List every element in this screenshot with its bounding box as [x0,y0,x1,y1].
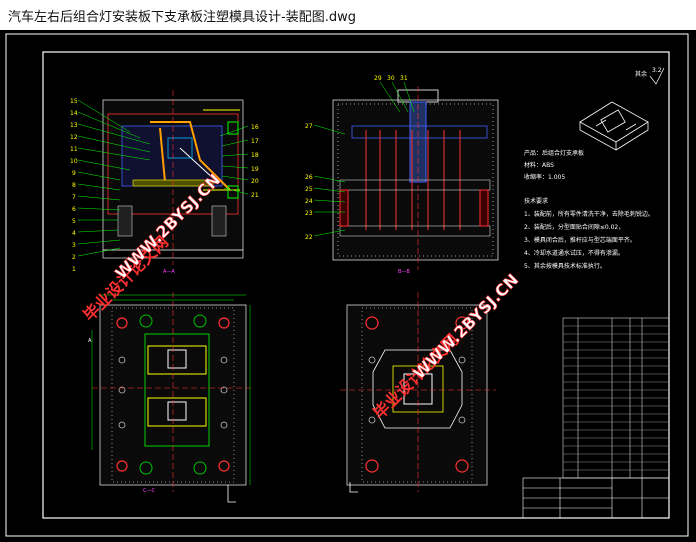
balloon-labels-left: 15 14 13 12 11 10 9 8 7 6 5 4 3 2 1 [70,98,78,273]
balloon-4: 4 [72,230,76,237]
balloon-31: 31 [400,75,408,82]
tech-req-2: 2、装配后，分型面贴合间隙≤0.02， [524,223,624,231]
balloon-29: 29 [374,75,382,82]
surface-note: 其余 [635,70,647,78]
balloon-24: 24 [305,198,313,205]
roughness-symbol [649,67,665,85]
tech-req-1: 1、装配前，所有零件清洗干净，去除毛刺锐边。 [524,210,654,218]
balloon-25: 25 [305,186,313,193]
title-bar: 汽车左右后组合灯安装板下支承板注塑模具设计-装配图.dwg [0,0,696,30]
tech-req-5: 5、其余按模具技术标准执行。 [524,262,606,270]
product-name: 产品：后组合灯支承板 [524,149,584,157]
balloon-8: 8 [72,182,76,189]
balloon-6: 6 [72,206,76,213]
balloon-2: 2 [72,254,76,261]
inner-frame [42,51,670,519]
parts-list [562,317,670,479]
balloon-21: 21 [251,192,259,199]
balloon-18: 18 [251,152,259,159]
assembly-drawing: A—A 15 14 13 12 11 10 9 8 7 6 5 4 3 [5,33,689,537]
balloon-23: 23 [305,210,313,217]
balloon-13: 13 [70,122,78,129]
title-block [522,477,670,519]
balloon-16: 16 [251,124,259,131]
product-info: 产品：后组合灯支承板 材料：ABS 收缩率：1.005 [524,149,584,181]
tech-requirements: 技术要求 1、装配前，所有零件清洗干净，去除毛刺锐边。 2、装配后，分型面贴合间… [524,197,654,270]
balloon-11: 11 [70,146,78,153]
section-c-label: C—C [143,488,155,494]
tech-req-3: 3、模具闭合后，推杆应与型芯端面平齐。 [524,236,636,244]
tech-req-title: 技术要求 [524,197,548,205]
balloon-1: 1 [72,266,76,273]
balloon-9: 9 [72,170,76,177]
roughness-value: 3.2 [652,67,662,74]
balloon-10: 10 [70,158,78,165]
balloon-26: 26 [305,174,313,181]
balloon-labels-mid: 27 26 25 24 23 22 29 30 31 [305,75,408,241]
outer-frame [5,33,689,537]
plan-view-right [340,292,496,493]
balloon-7: 7 [72,194,76,201]
balloon-15: 15 [70,98,78,105]
drawing-canvas[interactable]: A—A 15 14 13 12 11 10 9 8 7 6 5 4 3 [0,30,696,542]
balloon-3: 3 [72,242,76,249]
section-view-a [102,90,244,265]
balloon-14: 14 [70,110,78,117]
plan-view-left [91,292,254,503]
balloon-30: 30 [387,75,395,82]
balloon-17: 17 [251,138,259,145]
leaders-left [77,99,249,257]
balloon-labels-right: 16 17 18 19 20 21 [251,124,259,199]
product-shrinkage: 收缩率：1.005 [524,173,565,181]
balloon-12: 12 [70,134,78,141]
isometric-part [579,101,649,151]
section-a-label: A—A [163,269,175,275]
balloon-20: 20 [251,178,259,185]
section-view-b [313,81,499,270]
balloon-19: 19 [251,166,259,173]
product-material: 材料：ABS [524,161,554,169]
balloon-22: 22 [305,234,313,241]
section-mark-a: A [88,338,92,344]
tech-req-4: 4、冷却水道通水试压，不得有渗漏。 [524,249,624,257]
balloon-5: 5 [72,218,76,225]
section-b-label: B—B [398,269,410,275]
window-title: 汽车左右后组合灯安装板下支承板注塑模具设计-装配图.dwg [8,9,356,25]
balloon-27: 27 [305,123,313,130]
